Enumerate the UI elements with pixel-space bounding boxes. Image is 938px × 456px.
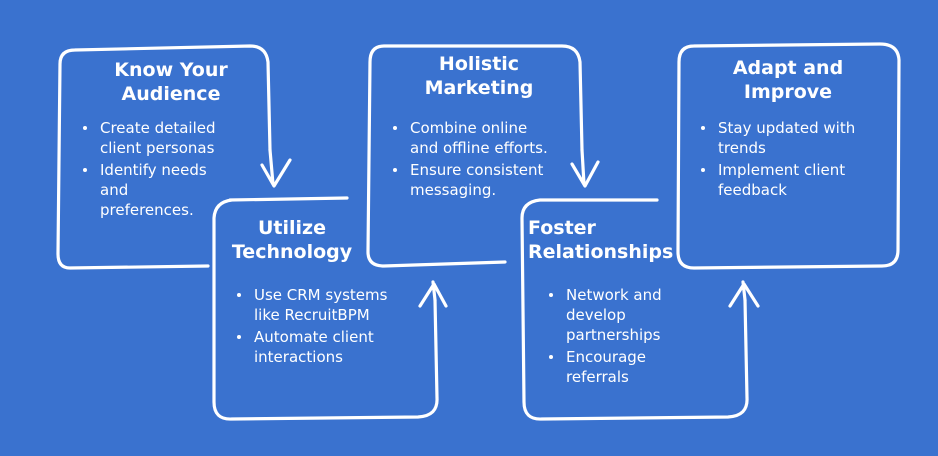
step-card-know-your-audience: Know Your Audience Create detailed clien… xyxy=(60,50,270,266)
step-card-holistic-marketing: Holistic Marketing Combine online and of… xyxy=(368,46,582,266)
bullet-line: Implement client xyxy=(718,161,846,179)
bullet-item: Create detailed client personas xyxy=(76,118,266,158)
bullet-item: Ensure consistent messaging. xyxy=(386,160,586,200)
step-title-line: Improve xyxy=(743,81,833,103)
bullet-list: Combine online and offline efforts. Ensu… xyxy=(386,118,586,202)
arrow-down-3 xyxy=(570,148,600,188)
bullet-line: Automate client xyxy=(254,328,374,346)
bullet-line: Use CRM systems xyxy=(254,286,388,304)
bullet-line: referrals xyxy=(566,368,629,386)
arrow-up-4 xyxy=(728,280,760,308)
step-card-utilize-technology: Utilize Technology Use CRM systems like … xyxy=(214,200,436,420)
step-title-line: Audience xyxy=(121,83,221,105)
step-box-outline-3 xyxy=(366,44,584,268)
step-title: Foster Relationships xyxy=(528,216,688,264)
bullet-line: preferences. xyxy=(100,201,194,219)
bullet-item: Use CRM systems like RecruitBPM xyxy=(230,285,430,325)
step-title-line: Technology xyxy=(231,241,353,263)
step-box-outline-4 xyxy=(520,198,749,421)
bullet-line: interactions xyxy=(254,348,343,366)
bullet-line: feedback xyxy=(718,181,787,199)
bullet-line: partnerships xyxy=(566,326,661,344)
step-title-line: Holistic xyxy=(438,53,520,75)
step-box-outline-2 xyxy=(212,196,439,421)
step-card-adapt-and-improve: Adapt and Improve Stay updated with tren… xyxy=(678,46,898,268)
bullet-item: Network and develop partnerships xyxy=(542,285,742,345)
bullet-item: Implement client feedback xyxy=(694,160,894,200)
step-title-line: Adapt and xyxy=(732,57,844,79)
bullet-line: Stay updated with xyxy=(718,119,856,137)
bullet-line: client personas xyxy=(100,139,215,157)
bullet-line: and offline efforts. xyxy=(410,139,548,157)
bullet-list: Create detailed client personas Identify… xyxy=(76,118,266,222)
step-box-outline-1 xyxy=(56,44,272,270)
step-box-outline-5 xyxy=(676,42,901,270)
arrow-down-1 xyxy=(260,148,292,188)
bullet-item: Automate client interactions xyxy=(230,327,430,367)
step-title: Utilize Technology xyxy=(214,216,370,264)
step-title-line: Foster xyxy=(528,217,596,239)
step-title-line: Relationships xyxy=(528,241,674,263)
bullet-list: Network and develop partnerships Encoura… xyxy=(542,285,742,389)
bullet-line: Create detailed xyxy=(100,119,216,137)
bullet-line: and xyxy=(100,181,129,199)
bullet-line: Encourage xyxy=(566,348,647,366)
bullet-line: Ensure consistent xyxy=(410,161,544,179)
bullet-item: Encourage referrals xyxy=(542,347,742,387)
bullet-line: develop xyxy=(566,306,626,324)
step-title-line: Utilize xyxy=(258,217,326,239)
bullet-line: Network and xyxy=(566,286,662,304)
bullet-item: Stay updated with trends xyxy=(694,118,894,158)
arrow-up-2 xyxy=(418,280,448,308)
bullet-item: Identify needs and preferences. xyxy=(76,160,266,220)
step-title: Adapt and Improve xyxy=(678,56,898,104)
bullet-line: messaging. xyxy=(410,181,497,199)
bullet-line: Identify needs xyxy=(100,161,207,179)
step-card-foster-relationships: Foster Relationships Network and develop… xyxy=(522,200,746,420)
step-title-line: Know Your xyxy=(114,59,228,81)
bullet-line: Combine online xyxy=(410,119,528,137)
bullet-line: trends xyxy=(718,139,766,157)
bullet-item: Combine online and offline efforts. xyxy=(386,118,586,158)
bullet-list: Use CRM systems like RecruitBPM Automate… xyxy=(230,285,430,369)
bullet-list: Stay updated with trends Implement clien… xyxy=(694,118,894,202)
step-title: Know Your Audience xyxy=(60,58,282,106)
step-title-line: Marketing xyxy=(424,77,534,99)
bullet-line: like RecruitBPM xyxy=(254,306,370,324)
step-title: Holistic Marketing xyxy=(368,52,590,100)
